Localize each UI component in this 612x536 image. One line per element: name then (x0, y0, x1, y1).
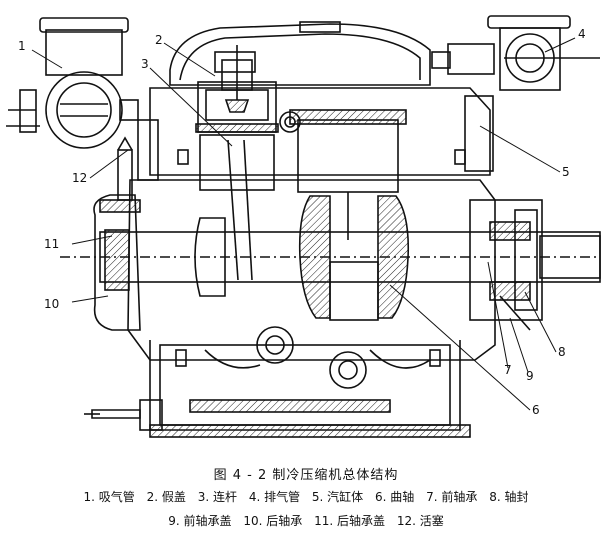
callout-4: 4 (578, 27, 586, 41)
cylinder-block (137, 87, 494, 181)
legend-item-11: 11. 后轴承盖 (314, 514, 385, 528)
callout-7: 7 (504, 363, 512, 377)
piston (199, 109, 407, 240)
callout-2: 2 (155, 33, 163, 47)
rear-bearing-assembly (84, 136, 163, 431)
legend-item-7: 7. 前轴承 (426, 490, 478, 504)
callout-3: 3 (141, 57, 149, 71)
cylinder-head (169, 21, 431, 86)
legend-item-4: 4. 排气管 (248, 490, 301, 504)
legend-item-5: 5. 汽缸体 (311, 490, 364, 504)
figure-caption: 图 4 - 2 制冷压缩机总体结构 (213, 468, 399, 483)
legend-row-2: 9. 前轴承盖 10. 后轴承 11. 后轴承盖 12. 活塞 (0, 512, 612, 529)
compressor-cross-section-drawing (6, 15, 601, 438)
legend-item-3: 3. 连杆 (197, 490, 237, 504)
callout-10: 10 (44, 297, 60, 311)
legend-item-2: 2. 假盖 (146, 490, 186, 504)
legend-row-1: 1. 吸气管 2. 假盖 3. 连杆 4. 排气管 5. 汽缸体 6. 曲轴 7… (0, 488, 612, 505)
connecting-rod (227, 139, 253, 281)
crankshaft (60, 195, 601, 321)
suction-pipe (6, 17, 139, 149)
legend-item-12: 12. 活塞 (396, 514, 444, 528)
legend-item-8: 8. 轴封 (489, 490, 529, 504)
callout-6: 6 (532, 403, 540, 417)
safety-cover (195, 45, 279, 133)
legend-item-1: 1. 吸气管 (83, 490, 135, 504)
callout-leaders (31, 37, 576, 411)
crankcase (127, 179, 496, 438)
callout-1: 1 (18, 39, 26, 53)
discharge-pipe (431, 15, 600, 91)
callout-11: 11 (44, 237, 60, 251)
callout-8: 8 (558, 345, 566, 359)
callout-9: 9 (526, 369, 534, 383)
callout-5: 5 (562, 165, 570, 179)
legend-item-10: 10. 后轴承 (243, 514, 303, 528)
callout-12: 12 (72, 171, 88, 185)
legend-item-6: 6. 曲轴 (375, 490, 415, 504)
front-bearing-assembly (469, 199, 543, 331)
legend-item-9: 9. 前轴承盖 (168, 514, 232, 528)
bolts (175, 149, 466, 367)
